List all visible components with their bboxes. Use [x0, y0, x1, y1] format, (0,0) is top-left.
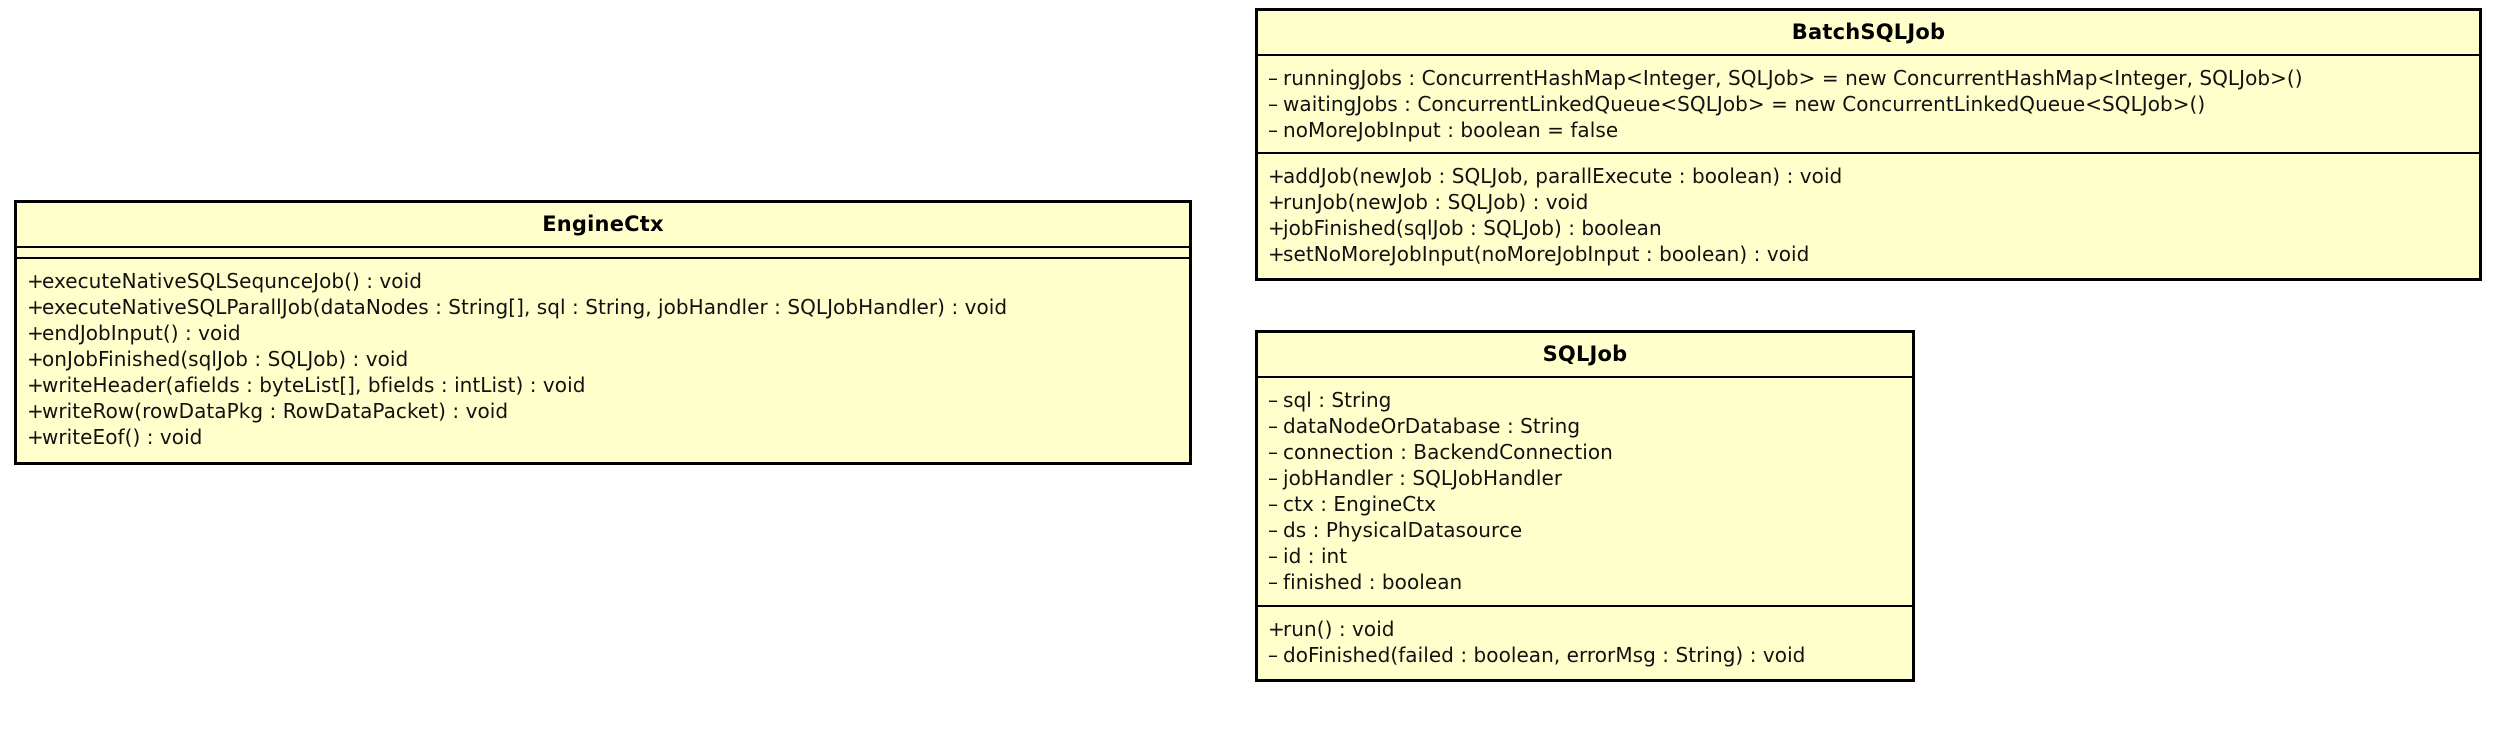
- visibility-marker: –: [1268, 66, 1279, 91]
- class-name-sqljob: SQLJob: [1258, 333, 1912, 377]
- method-signature: setNoMoreJobInput(noMoreJobInput : boole…: [1283, 242, 1810, 267]
- attribute-row: –noMoreJobInput : boolean = false: [1268, 117, 2469, 143]
- method-row: +writeHeader(afields : byteList[], bfiel…: [27, 372, 1179, 398]
- method-row: +executeNativeSQLSequnceJob() : void: [27, 268, 1179, 294]
- attribute-signature: waitingJobs : ConcurrentLinkedQueue<SQLJ…: [1283, 92, 2206, 117]
- visibility-marker: –: [1268, 92, 1279, 117]
- attribute-signature: finished : boolean: [1283, 570, 1463, 595]
- attributes-compartment-batchsqljob: –runningJobs : ConcurrentHashMap<Integer…: [1258, 56, 2479, 153]
- visibility-marker: –: [1268, 466, 1279, 491]
- visibility-marker: +: [27, 321, 44, 346]
- compartment-divider: [1258, 605, 1912, 608]
- attribute-row: –ctx : EngineCtx: [1268, 491, 1902, 517]
- method-row: +writeRow(rowDataPkg : RowDataPacket) : …: [27, 398, 1179, 424]
- method-row: +run() : void: [1268, 616, 1902, 642]
- attribute-signature: id : int: [1283, 544, 1348, 569]
- uml-class-enginectx[interactable]: EngineCtx +executeNativeSQLSequnceJob() …: [14, 200, 1192, 466]
- method-row: +executeNativeSQLParallJob(dataNodes : S…: [27, 294, 1179, 320]
- method-signature: run() : void: [1283, 617, 1395, 642]
- methods-compartment-enginectx: +executeNativeSQLSequnceJob() : void +ex…: [17, 259, 1189, 463]
- attribute-signature: ds : PhysicalDatasource: [1283, 518, 1523, 543]
- method-signature: runJob(newJob : SQLJob) : void: [1283, 190, 1589, 215]
- method-row: +onJobFinished(sqlJob : SQLJob) : void: [27, 346, 1179, 372]
- visibility-marker: –: [1268, 544, 1279, 569]
- methods-compartment-sqljob: +run() : void –doFinished(failed : boole…: [1258, 607, 1912, 680]
- visibility-marker: +: [1268, 190, 1285, 215]
- attribute-row: –dataNodeOrDatabase : String: [1268, 413, 1902, 439]
- class-name-batchsqljob: BatchSQLJob: [1258, 11, 2479, 55]
- attribute-signature: dataNodeOrDatabase : String: [1283, 414, 1581, 439]
- method-signature: writeHeader(afields : byteList[], bfield…: [42, 373, 586, 398]
- attribute-signature: runningJobs : ConcurrentHashMap<Integer,…: [1283, 66, 2303, 91]
- visibility-marker: +: [27, 425, 44, 450]
- visibility-marker: +: [1268, 617, 1285, 642]
- method-signature: executeNativeSQLSequnceJob() : void: [42, 269, 422, 294]
- method-signature: jobFinished(sqlJob : SQLJob) : boolean: [1283, 216, 1662, 241]
- class-name-enginectx: EngineCtx: [17, 203, 1189, 247]
- visibility-marker: +: [27, 399, 44, 424]
- visibility-marker: +: [1268, 242, 1285, 267]
- attribute-signature: sql : String: [1283, 388, 1392, 413]
- compartment-divider: [1258, 376, 1912, 379]
- method-signature: doFinished(failed : boolean, errorMsg : …: [1283, 643, 1806, 668]
- attribute-signature: connection : BackendConnection: [1283, 440, 1613, 465]
- visibility-marker: –: [1268, 440, 1279, 465]
- attribute-signature: noMoreJobInput : boolean = false: [1283, 118, 1619, 143]
- method-row: +addJob(newJob : SQLJob, parallExecute :…: [1268, 163, 2469, 189]
- attribute-row: –waitingJobs : ConcurrentLinkedQueue<SQL…: [1268, 91, 2469, 117]
- visibility-marker: +: [1268, 216, 1285, 241]
- method-signature: writeEof() : void: [42, 425, 203, 450]
- visibility-marker: –: [1268, 492, 1279, 517]
- compartment-divider: [1258, 152, 2479, 155]
- attribute-row: –connection : BackendConnection: [1268, 439, 1902, 465]
- attribute-signature: ctx : EngineCtx: [1283, 492, 1437, 517]
- visibility-marker: –: [1268, 643, 1279, 668]
- method-signature: addJob(newJob : SQLJob, parallExecute : …: [1283, 164, 1843, 189]
- methods-compartment-batchsqljob: +addJob(newJob : SQLJob, parallExecute :…: [1258, 154, 2479, 279]
- method-row: +runJob(newJob : SQLJob) : void: [1268, 189, 2469, 215]
- visibility-marker: –: [1268, 570, 1279, 595]
- method-signature: endJobInput() : void: [42, 321, 241, 346]
- uml-class-batchsqljob[interactable]: BatchSQLJob –runningJobs : ConcurrentHas…: [1255, 8, 2482, 282]
- compartment-divider: [17, 257, 1189, 260]
- method-signature: executeNativeSQLParallJob(dataNodes : St…: [42, 295, 1008, 320]
- attribute-row: –jobHandler : SQLJobHandler: [1268, 465, 1902, 491]
- visibility-marker: +: [27, 347, 44, 372]
- attribute-row: –runningJobs : ConcurrentHashMap<Integer…: [1268, 65, 2469, 91]
- visibility-marker: +: [27, 295, 44, 320]
- visibility-marker: –: [1268, 118, 1279, 143]
- compartment-divider: [17, 246, 1189, 249]
- method-signature: onJobFinished(sqlJob : SQLJob) : void: [42, 347, 409, 372]
- method-row: +endJobInput() : void: [27, 320, 1179, 346]
- attributes-compartment-sqljob: –sql : String –dataNodeOrDatabase : Stri…: [1258, 378, 1912, 606]
- visibility-marker: –: [1268, 388, 1279, 413]
- visibility-marker: +: [27, 269, 44, 294]
- attribute-row: –finished : boolean: [1268, 569, 1902, 595]
- visibility-marker: –: [1268, 414, 1279, 439]
- uml-class-sqljob[interactable]: SQLJob –sql : String –dataNodeOrDatabase…: [1255, 330, 1915, 683]
- attribute-row: –ds : PhysicalDatasource: [1268, 517, 1902, 543]
- attributes-compartment-enginectx: [17, 248, 1189, 258]
- visibility-marker: +: [27, 373, 44, 398]
- method-signature: writeRow(rowDataPkg : RowDataPacket) : v…: [42, 399, 509, 424]
- method-row: +writeEof() : void: [27, 424, 1179, 450]
- visibility-marker: +: [1268, 164, 1285, 189]
- attribute-signature: jobHandler : SQLJobHandler: [1283, 466, 1563, 491]
- attribute-row: –id : int: [1268, 543, 1902, 569]
- method-row: +jobFinished(sqlJob : SQLJob) : boolean: [1268, 215, 2469, 241]
- method-row: +setNoMoreJobInput(noMoreJobInput : bool…: [1268, 241, 2469, 267]
- visibility-marker: –: [1268, 518, 1279, 543]
- compartment-divider: [1258, 54, 2479, 57]
- attribute-row: –sql : String: [1268, 387, 1902, 413]
- method-row: –doFinished(failed : boolean, errorMsg :…: [1268, 642, 1902, 668]
